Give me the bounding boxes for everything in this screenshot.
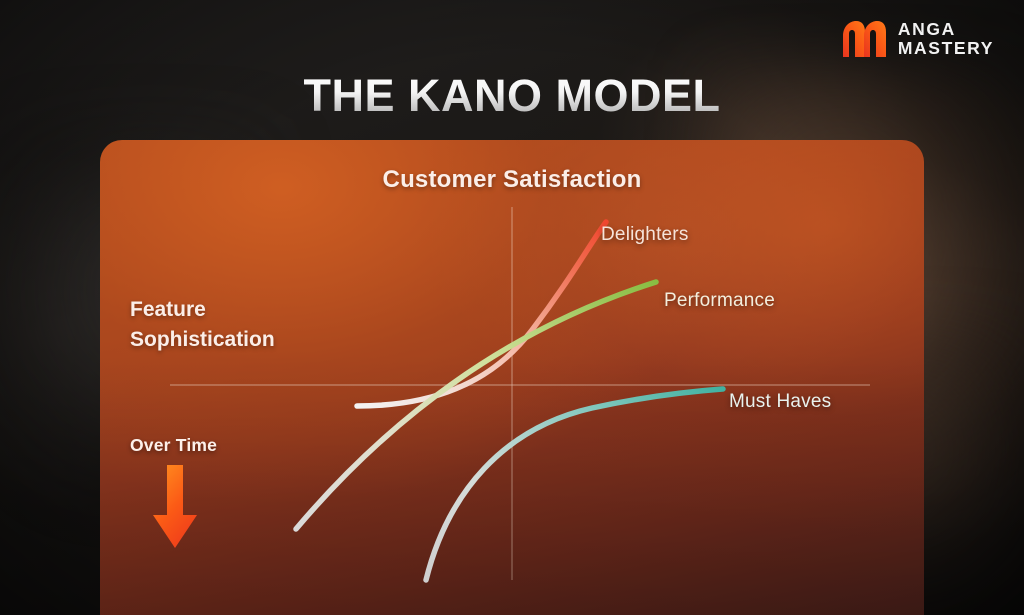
curve-performance [293,279,659,532]
kano-chart-panel: Customer Satisfaction Feature Sophistica… [100,140,924,615]
over-time-label: Over Time [130,435,218,455]
brand-line-2: MASTERY [897,38,994,58]
y-axis-label-line-1: Feature [130,298,206,321]
down-arrow-icon [153,465,197,548]
brand-wordmark: ANGA MASTERY [898,20,994,57]
chart-title: Customer Satisfaction [382,166,642,193]
anga-m-logo-icon [842,21,886,57]
brand-logo: ANGA MASTERY [841,20,994,58]
y-axis-label-line-2: Sophistication [130,327,275,351]
brand-line-1: ANGA [897,19,956,40]
curve-must-haves [423,386,726,583]
y-axis-label: Feature Sophistication [130,295,275,355]
kano-chart-graphic [170,207,870,583]
curve-label-delighters: Delighters [601,224,689,245]
curve-label-performance: Performance [664,290,775,311]
page-title: THE KANO MODEL [0,70,1024,122]
curve-label-must-haves: Must Haves [729,391,832,412]
